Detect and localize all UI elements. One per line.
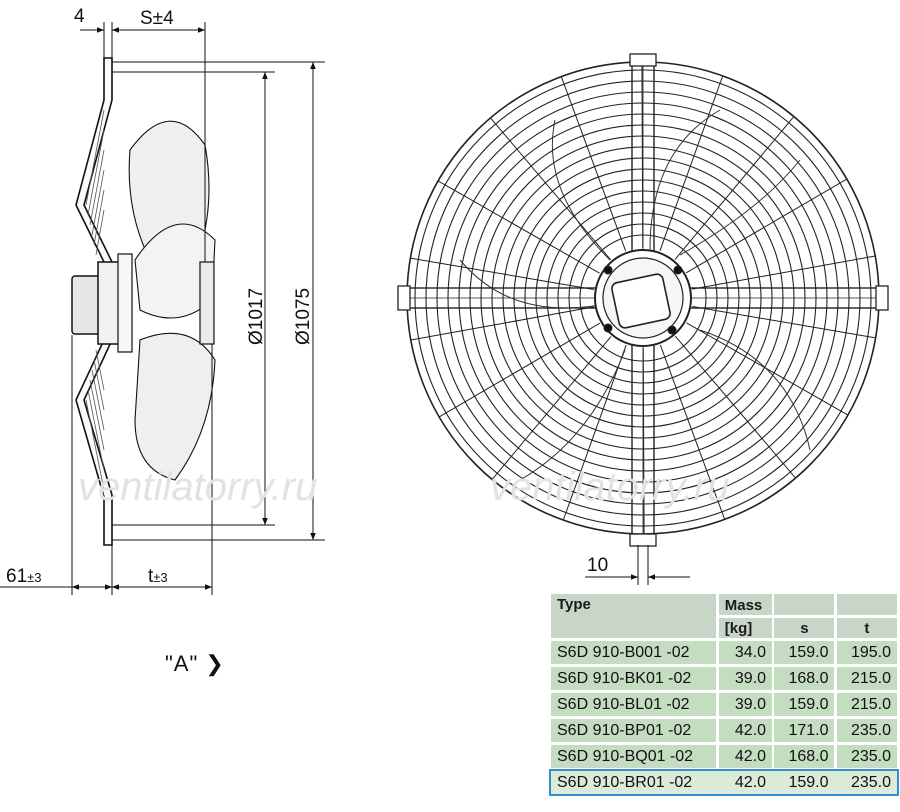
cell-t: 195.0	[836, 641, 897, 664]
guard-spoke	[491, 336, 612, 480]
guard-spoke	[490, 117, 612, 261]
cell-type: S6D 910-BQ01 -02	[551, 745, 717, 768]
cell-mass: 42.0	[718, 745, 773, 768]
cell-t: 215.0	[836, 667, 897, 690]
front-view	[397, 53, 889, 547]
cell-s: 159.0	[774, 693, 835, 716]
cell-type: S6D 910-BK01 -02	[551, 667, 717, 690]
guard-spoke	[560, 76, 627, 252]
guard-spoke	[410, 257, 594, 291]
cell-type: S6D 910-BR01 -02	[551, 771, 717, 794]
dim-flange-label: 4	[74, 6, 85, 27]
guard-spoke	[692, 255, 876, 290]
table-row[interactable]: S6D 910-BQ01 -02 42.0 168.0 235.0	[551, 745, 897, 768]
header-t: t	[836, 618, 897, 638]
cell-type: S6D 910-BL01 -02	[551, 693, 717, 716]
cell-t: 235.0	[836, 771, 897, 794]
table-row-selected[interactable]: S6D 910-BR01 -02 42.0 159.0 235.0	[549, 769, 899, 796]
guard-spoke	[438, 322, 601, 418]
cell-s: 168.0	[774, 745, 835, 768]
table-row[interactable]: S6D 910-BK01 -02 39.0 168.0 215.0	[551, 667, 897, 690]
cell-s: 168.0	[774, 667, 835, 690]
cell-s: 171.0	[774, 719, 835, 742]
guard-spoke	[437, 180, 600, 274]
dim-t-label: t±3	[148, 566, 168, 587]
guard-spoke	[659, 344, 726, 520]
guard-spoke	[685, 178, 848, 274]
spec-table: Type Mass [kg] s t S6D 910-B001 -02 34.0…	[549, 591, 899, 797]
cell-mass: 42.0	[718, 771, 773, 794]
cell-t: 235.0	[836, 719, 897, 742]
guard-spoke	[674, 335, 796, 479]
header-mass: Mass	[718, 594, 773, 615]
watermark-right: ventilatorry.ru	[490, 465, 729, 509]
guard-spoke	[692, 305, 876, 339]
guard-spoke	[674, 116, 795, 260]
cell-t: 235.0	[836, 745, 897, 768]
cell-type: S6D 910-BP01 -02	[551, 719, 717, 742]
guard-spoke	[562, 344, 627, 521]
cell-s: 159.0	[774, 641, 835, 664]
dim-hub-label: 61±3	[6, 566, 42, 587]
cell-mass: 39.0	[718, 667, 773, 690]
view-a-label: "A" ❯	[165, 651, 225, 676]
cell-t: 215.0	[836, 693, 897, 716]
rib-dimension	[585, 545, 690, 585]
guard-spoke	[659, 75, 724, 252]
side-dimension-labels: 4 S±4 Ø1017 Ø1075 61±3 t±3	[6, 6, 314, 587]
table-row[interactable]: S6D 910-BL01 -02 39.0 159.0 215.0	[551, 693, 897, 716]
side-dimensions	[0, 22, 325, 595]
guard-spoke	[410, 306, 594, 341]
side-view	[71, 57, 216, 546]
table-header-row-2: [kg] s t	[551, 618, 897, 638]
header-type: Type	[551, 594, 717, 638]
watermark-left: ventilatorry.ru	[78, 465, 317, 509]
dim-outer-diameter-label: Ø1075	[293, 288, 314, 345]
table-row[interactable]: S6D 910-B001 -02 34.0 159.0 195.0	[551, 641, 897, 664]
table-row[interactable]: S6D 910-BP01 -02 42.0 171.0 235.0	[551, 719, 897, 742]
cell-mass: 39.0	[718, 693, 773, 716]
cell-s: 159.0	[774, 771, 835, 794]
cell-mass: 42.0	[718, 719, 773, 742]
dim-inner-diameter-label: Ø1017	[246, 288, 267, 345]
cell-type: S6D 910-B001 -02	[551, 641, 717, 664]
guard-spokes	[410, 62, 876, 534]
table-header-row: Type Mass	[551, 594, 897, 638]
header-mass-unit: [kg]	[718, 618, 773, 638]
fan-blades	[459, 109, 811, 481]
dim-s-label: S±4	[140, 8, 174, 29]
header-s: s	[774, 618, 835, 638]
dim-rib-label: 10	[587, 555, 608, 576]
cell-mass: 34.0	[718, 641, 773, 664]
